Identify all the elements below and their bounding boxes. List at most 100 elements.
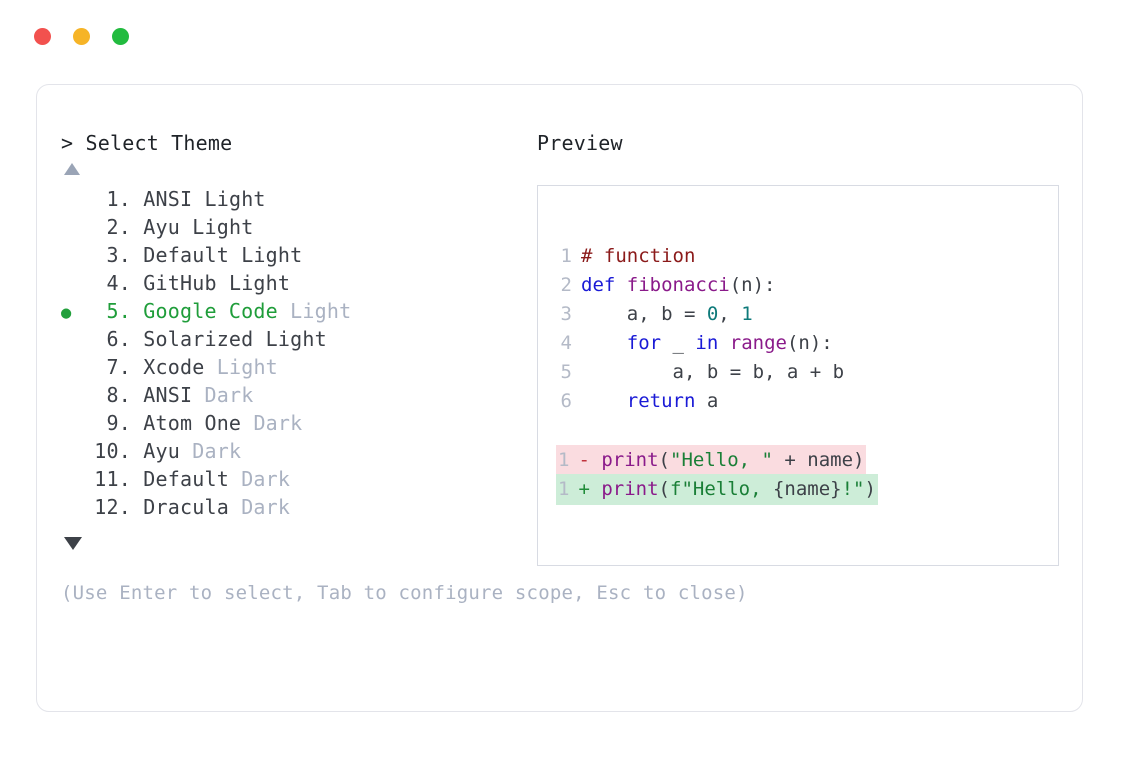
theme-item-name: Atom One (143, 411, 242, 435)
theme-item-spacer-2 (180, 437, 192, 465)
diff-line-text: print("Hello, " + name) (601, 449, 864, 471)
code-token: _ (661, 332, 696, 354)
theme-item-spacer (131, 241, 143, 269)
prompt-header: > Select Theme (61, 129, 531, 157)
bullet-slot-empty (61, 243, 89, 271)
theme-item-spacer-2 (253, 325, 265, 353)
theme-item-spacer (131, 185, 143, 213)
diff-line-number: 1 (558, 449, 570, 471)
theme-item-variant: Light (192, 215, 254, 239)
theme-item-name: Solarized (143, 327, 254, 351)
bullet-slot-empty (61, 383, 89, 411)
theme-item-index: 12. (94, 495, 131, 519)
diff-highlight: 1- print("Hello, " + name) (556, 445, 867, 476)
diff-minus-sign: - (578, 449, 602, 471)
page-title (73, 131, 85, 155)
bullet-slot-empty (61, 215, 89, 243)
code-token: {name} (772, 478, 842, 500)
code-token (581, 390, 627, 412)
theme-item-spacer-2 (229, 241, 241, 269)
selected-bullet-icon: ● (61, 303, 72, 323)
theme-list-item[interactable]: 8. ANSI Dark (61, 381, 531, 409)
theme-item-index: 3. (94, 243, 131, 267)
code-token: in (695, 332, 719, 354)
theme-list-item[interactable]: 9. Atom One Dark (61, 409, 531, 437)
code-token: range (729, 332, 787, 354)
theme-item-spacer (131, 437, 143, 465)
theme-list-item[interactable]: 3. Default Light (61, 241, 531, 269)
theme-item-name: Dracula (143, 495, 229, 519)
theme-list-item[interactable]: 10. Ayu Dark (61, 437, 531, 465)
theme-item-name: Xcode (143, 355, 205, 379)
theme-list-item[interactable]: 4. GitHub Light (61, 269, 531, 297)
theme-item-spacer-2 (229, 465, 241, 493)
theme-picker-card: > Select Theme 1. ANSI Light 2. Ayu Ligh… (36, 84, 1083, 712)
theme-item-spacer-2 (278, 297, 290, 325)
theme-item-index: 4. (94, 271, 131, 295)
code-line-text: for _ in range(n): (581, 329, 833, 358)
scroll-down-icon[interactable] (64, 537, 82, 550)
bullet-slot-empty (61, 467, 89, 495)
code-line-text: def fibonacci(n): (581, 271, 775, 300)
close-window-button[interactable] (34, 27, 51, 45)
code-token: 1 (741, 303, 753, 325)
code-token: (n): (729, 274, 776, 296)
code-line-number: 1 (560, 245, 572, 267)
code-line: 6 return a (556, 387, 1050, 416)
code-line-number: 5 (560, 361, 572, 383)
theme-list-item[interactable]: 11. Default Dark (61, 465, 531, 493)
diff-added-line: 1+ print(f"Hello, {name}!") (556, 474, 1050, 505)
theme-item-spacer-2 (229, 493, 241, 521)
theme-item-spacer (131, 269, 143, 297)
scroll-up-icon[interactable] (64, 163, 80, 175)
code-token: ( (658, 449, 670, 471)
code-token: def (581, 274, 627, 296)
theme-item-name: Ayu (143, 215, 180, 239)
bullet-slot-empty (61, 411, 89, 439)
theme-item-index: 10. (94, 439, 131, 463)
theme-item-name: GitHub (143, 271, 217, 295)
minimize-window-button[interactable] (73, 27, 90, 45)
bullet-slot-empty (61, 439, 89, 467)
theme-item-index: 2. (94, 215, 131, 239)
code-token: ) (864, 478, 876, 500)
theme-list-item[interactable]: 2. Ayu Light (61, 213, 531, 241)
theme-item-variant: Light (228, 271, 291, 295)
theme-list-item[interactable]: ● 5. Google Code Light (61, 297, 531, 325)
diff-highlight: 1+ print(f"Hello, {name}!") (556, 474, 878, 505)
code-token: ( (658, 478, 670, 500)
theme-item-index: 11. (94, 467, 131, 491)
theme-item-index: 5. (94, 299, 131, 323)
theme-item-index: 7. (94, 355, 131, 379)
code-token: , (718, 303, 742, 325)
maximize-window-button[interactable] (112, 27, 129, 45)
theme-list-item[interactable]: 1. ANSI Light (61, 185, 531, 213)
code-line: 4 for _ in range(n): (556, 329, 1050, 358)
code-line-text: return a (581, 387, 719, 416)
code-line: 1 # function (556, 242, 1050, 271)
theme-item-name: Default (143, 467, 229, 491)
theme-item-spacer-2 (217, 269, 229, 297)
preview-header: Preview (537, 131, 623, 155)
theme-item-spacer-2 (192, 381, 204, 409)
theme-item-variant: Dark (241, 495, 291, 519)
diff-line-text: print(f"Hello, {name}!") (601, 478, 876, 500)
code-token: # function (581, 245, 696, 267)
theme-list-item[interactable]: 7. Xcode Light (61, 353, 531, 381)
code-token: (n): (786, 332, 833, 354)
theme-list-item[interactable]: 12. Dracula Dark (61, 493, 531, 521)
theme-item-name: Ayu (143, 439, 180, 463)
code-token: a, b = (581, 303, 707, 325)
theme-list-item[interactable]: 6. Solarized Light (61, 325, 531, 353)
code-line-number: 2 (560, 274, 572, 296)
code-token: "Hello, " (670, 449, 773, 471)
theme-item-index: 9. (94, 411, 131, 435)
theme-item-spacer (131, 297, 143, 325)
diff-line-number: 1 (558, 478, 570, 500)
prompt-caret-icon: > (61, 131, 74, 155)
bullet-slot-empty (61, 495, 89, 523)
code-token: 0 (706, 303, 719, 325)
theme-item-variant: Light (265, 327, 327, 351)
theme-item-spacer (131, 353, 143, 381)
